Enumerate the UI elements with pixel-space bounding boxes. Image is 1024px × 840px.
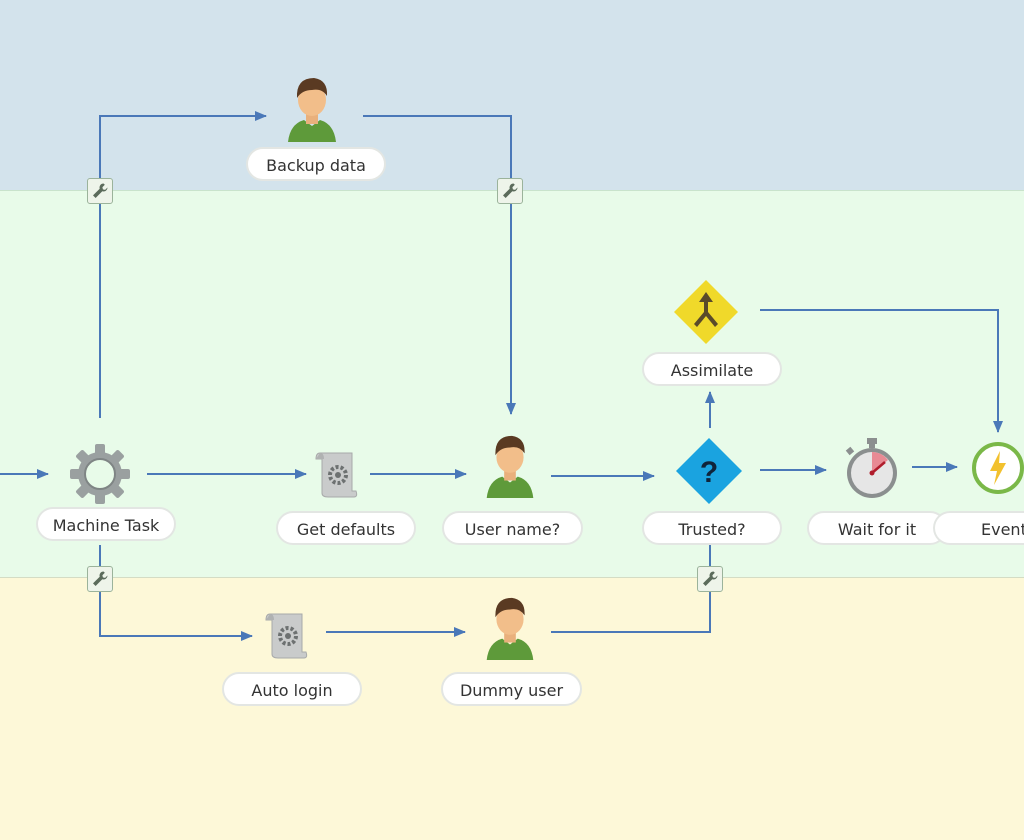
edge-machine-to-backup[interactable] (99, 111, 267, 418)
gear-icon[interactable] (68, 442, 132, 506)
node-label-wait-for-it[interactable]: Wait for it (807, 511, 947, 545)
node-label-machine-task[interactable]: Machine Task (36, 507, 176, 541)
script-icon[interactable] (264, 610, 308, 660)
edge-backup-to-username[interactable] (363, 115, 516, 415)
wrench-icon[interactable] (87, 566, 113, 592)
edge-dummy-to-trusted[interactable] (551, 527, 715, 633)
node-label-backup-data[interactable]: Backup data (246, 147, 386, 181)
edges (0, 111, 1003, 641)
node-label-get-defaults[interactable]: Get defaults (276, 511, 416, 545)
node-label-dummy-user[interactable]: Dummy user (441, 672, 582, 706)
wrench-icon[interactable] (497, 178, 523, 204)
lightning-event-icon[interactable] (970, 441, 1024, 495)
node-label-trusted[interactable]: Trusted? (642, 511, 782, 545)
svg-text:?: ? (700, 456, 718, 489)
wrench-icon[interactable] (87, 178, 113, 204)
node-label-auto-login[interactable]: Auto login (222, 672, 362, 706)
edge-machine-to-autologin[interactable] (99, 545, 253, 641)
user-icon[interactable] (484, 594, 536, 660)
node-label-event[interactable]: Event (933, 511, 1024, 545)
merge-diamond-icon[interactable] (672, 278, 740, 346)
user-icon[interactable] (286, 74, 338, 142)
wrench-icon[interactable] (697, 566, 723, 592)
node-label-assimilate[interactable]: Assimilate (642, 352, 782, 386)
script-icon[interactable] (314, 449, 358, 499)
user-icon[interactable] (484, 432, 536, 498)
edge-assimilate-to-event[interactable] (760, 309, 1003, 433)
question-diamond-icon[interactable]: ? (674, 436, 744, 506)
node-label-user-name[interactable]: User name? (442, 511, 583, 545)
stopwatch-icon[interactable] (843, 436, 901, 500)
